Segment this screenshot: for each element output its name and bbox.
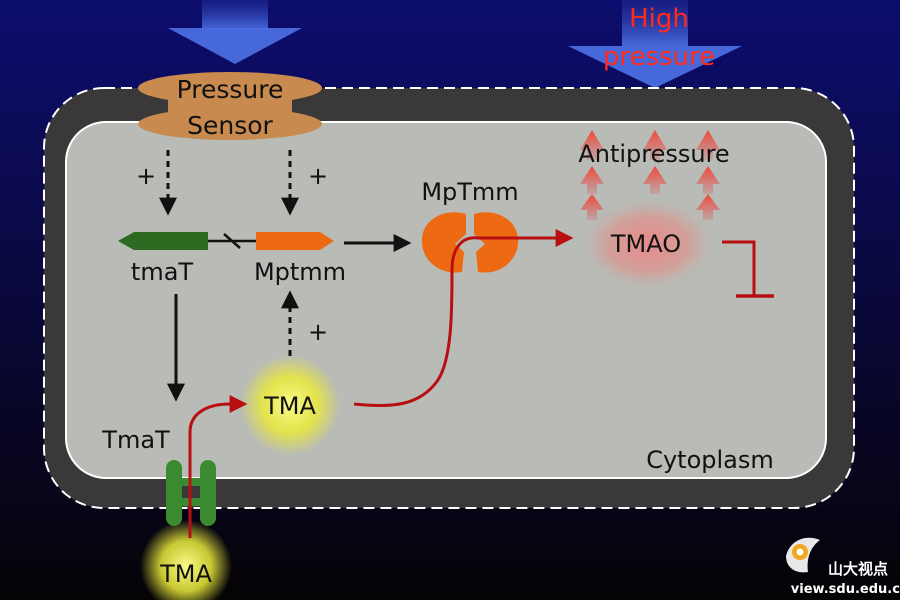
plus-sign-middle: + xyxy=(308,162,328,190)
tmao-inhibition-line xyxy=(722,240,756,296)
pressure-sensor xyxy=(138,72,322,140)
tma-outside-glow xyxy=(140,520,232,600)
watermark-url: view.sdu.edu.cn xyxy=(791,582,900,597)
mptmm-protein-label: MpTmm xyxy=(421,178,518,206)
watermark-logo xyxy=(786,537,820,573)
tma-to-tmao-pathway xyxy=(353,229,574,408)
tmaT-gene-label: tmaT xyxy=(131,258,193,286)
high-pressure-label-line2: pressure xyxy=(603,42,715,72)
tmao-glow xyxy=(582,198,714,290)
mptmm-enzyme xyxy=(421,212,519,273)
gene-linker-break xyxy=(223,233,241,249)
plus-sign-lower: + xyxy=(308,318,328,346)
watermark-name: 山大视点 xyxy=(828,560,888,578)
cell-wall-outline xyxy=(43,87,855,509)
mptmm-gene-label: Mptmm xyxy=(254,258,346,286)
antipressure-label: Antipressure xyxy=(578,140,729,168)
tmao-label: TMAO xyxy=(610,230,681,258)
sensor-label-line1: Pressure xyxy=(177,75,284,104)
plus-sign-left: + xyxy=(136,162,156,190)
pressure-arrow-left xyxy=(168,0,302,64)
tmat-protein-label: TmaT xyxy=(101,426,170,454)
tmaT-gene-arrow xyxy=(118,232,208,250)
antipressure-arrows xyxy=(580,130,720,220)
sensor-label-line2: Sensor xyxy=(187,111,273,140)
mptmm-gene-arrow xyxy=(256,232,334,250)
high-pressure-label-line1: High xyxy=(629,4,689,34)
tma-import-pathway xyxy=(188,395,248,538)
cytoplasm-label: Cytoplasm xyxy=(646,446,774,474)
tma-outside-label: TMA xyxy=(159,560,212,588)
tma-inside-label: TMA xyxy=(263,392,316,420)
tma-inside-glow xyxy=(240,355,340,455)
pressure-arrow-right xyxy=(568,0,742,88)
